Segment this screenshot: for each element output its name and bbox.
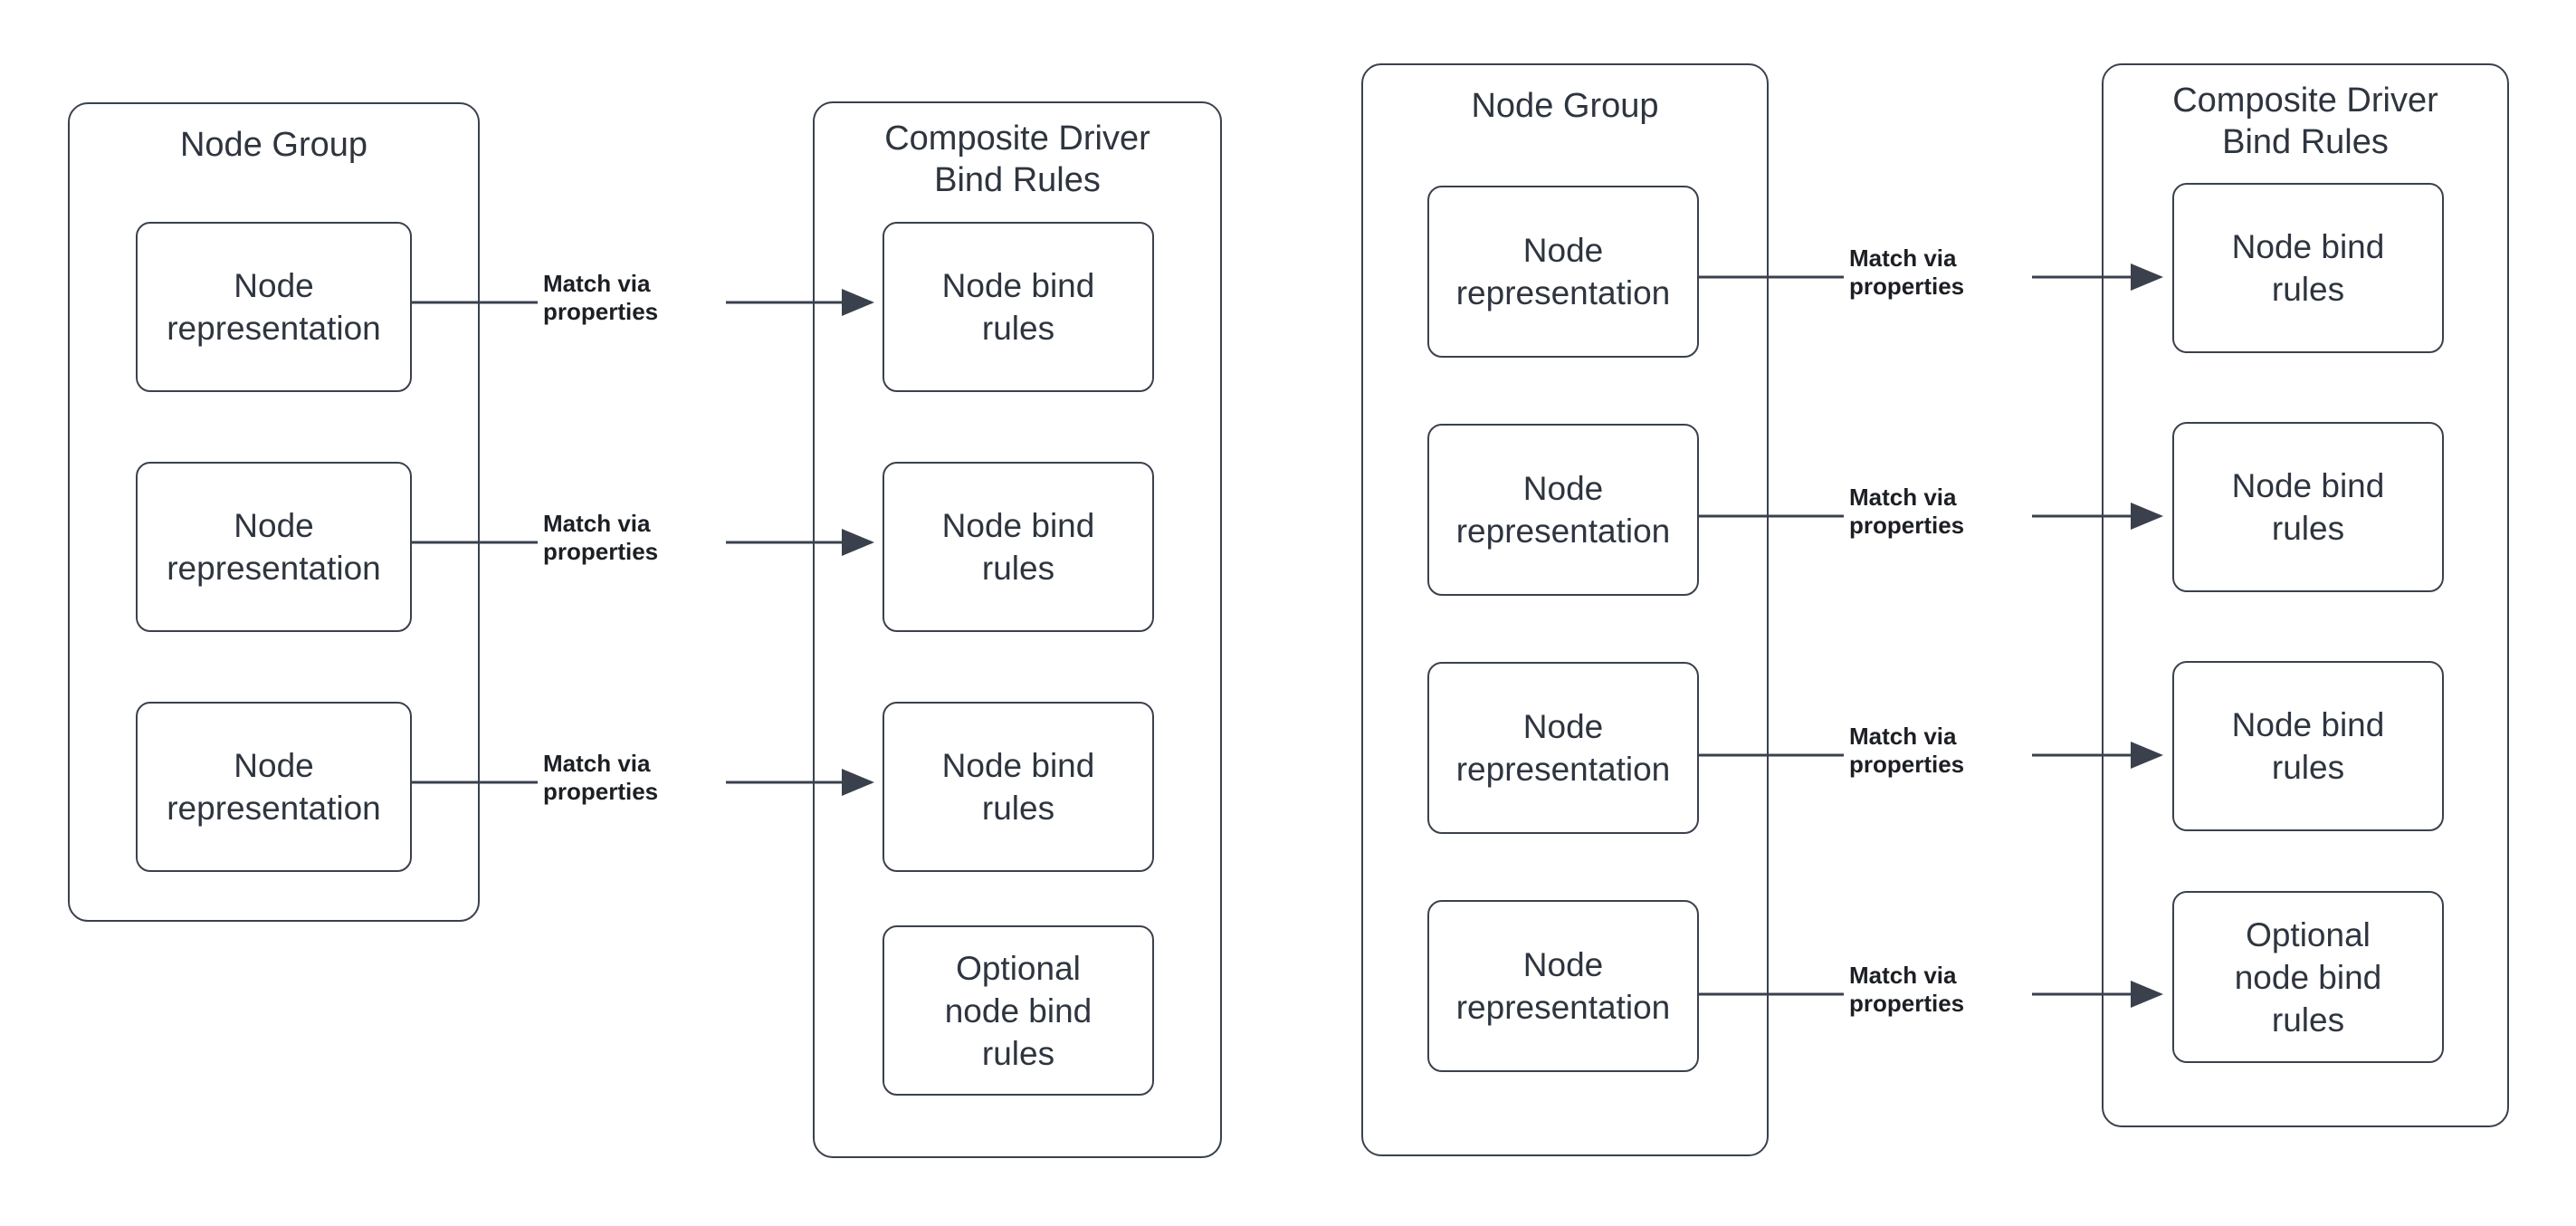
- node-bind-rules-r2[interactable]: Node bind rules: [2172, 422, 2444, 592]
- node-bind-rules-r1[interactable]: Node bind rules: [2172, 183, 2444, 353]
- node-representation-l2[interactable]: Node representation: [136, 462, 412, 632]
- edge-label-left-3: Match via properties: [538, 748, 726, 808]
- edge-label-left-1: Match via properties: [538, 268, 726, 328]
- edge-label-right-4: Match via properties: [1844, 960, 2032, 1020]
- node-representation-l3[interactable]: Node representation: [136, 702, 412, 872]
- node-bind-rules-l3[interactable]: Node bind rules: [883, 702, 1154, 872]
- panel-title: Composite Driver Bind Rules: [884, 120, 1150, 199]
- node-bind-rules-r3[interactable]: Node bind rules: [2172, 661, 2444, 831]
- optional-node-bind-rules-r4[interactable]: Optional node bind rules: [2172, 891, 2444, 1063]
- node-representation-l1[interactable]: Node representation: [136, 222, 412, 392]
- edge-label-right-2: Match via properties: [1844, 482, 2032, 541]
- edge-label-left-2: Match via properties: [538, 508, 726, 568]
- node-representation-r1[interactable]: Node representation: [1427, 186, 1699, 358]
- node-representation-r3[interactable]: Node representation: [1427, 662, 1699, 834]
- panel-title: Node Group: [1471, 87, 1659, 125]
- node-representation-r2[interactable]: Node representation: [1427, 424, 1699, 596]
- panel-title: Composite Driver Bind Rules: [2172, 81, 2438, 161]
- edge-label-right-1: Match via properties: [1844, 243, 2032, 302]
- node-bind-rules-l2[interactable]: Node bind rules: [883, 462, 1154, 632]
- node-bind-rules-l1[interactable]: Node bind rules: [883, 222, 1154, 392]
- node-representation-r4[interactable]: Node representation: [1427, 900, 1699, 1072]
- panel-title: Node Group: [179, 126, 367, 164]
- edge-label-right-3: Match via properties: [1844, 721, 2032, 781]
- optional-node-bind-rules-l4[interactable]: Optional node bind rules: [883, 925, 1154, 1096]
